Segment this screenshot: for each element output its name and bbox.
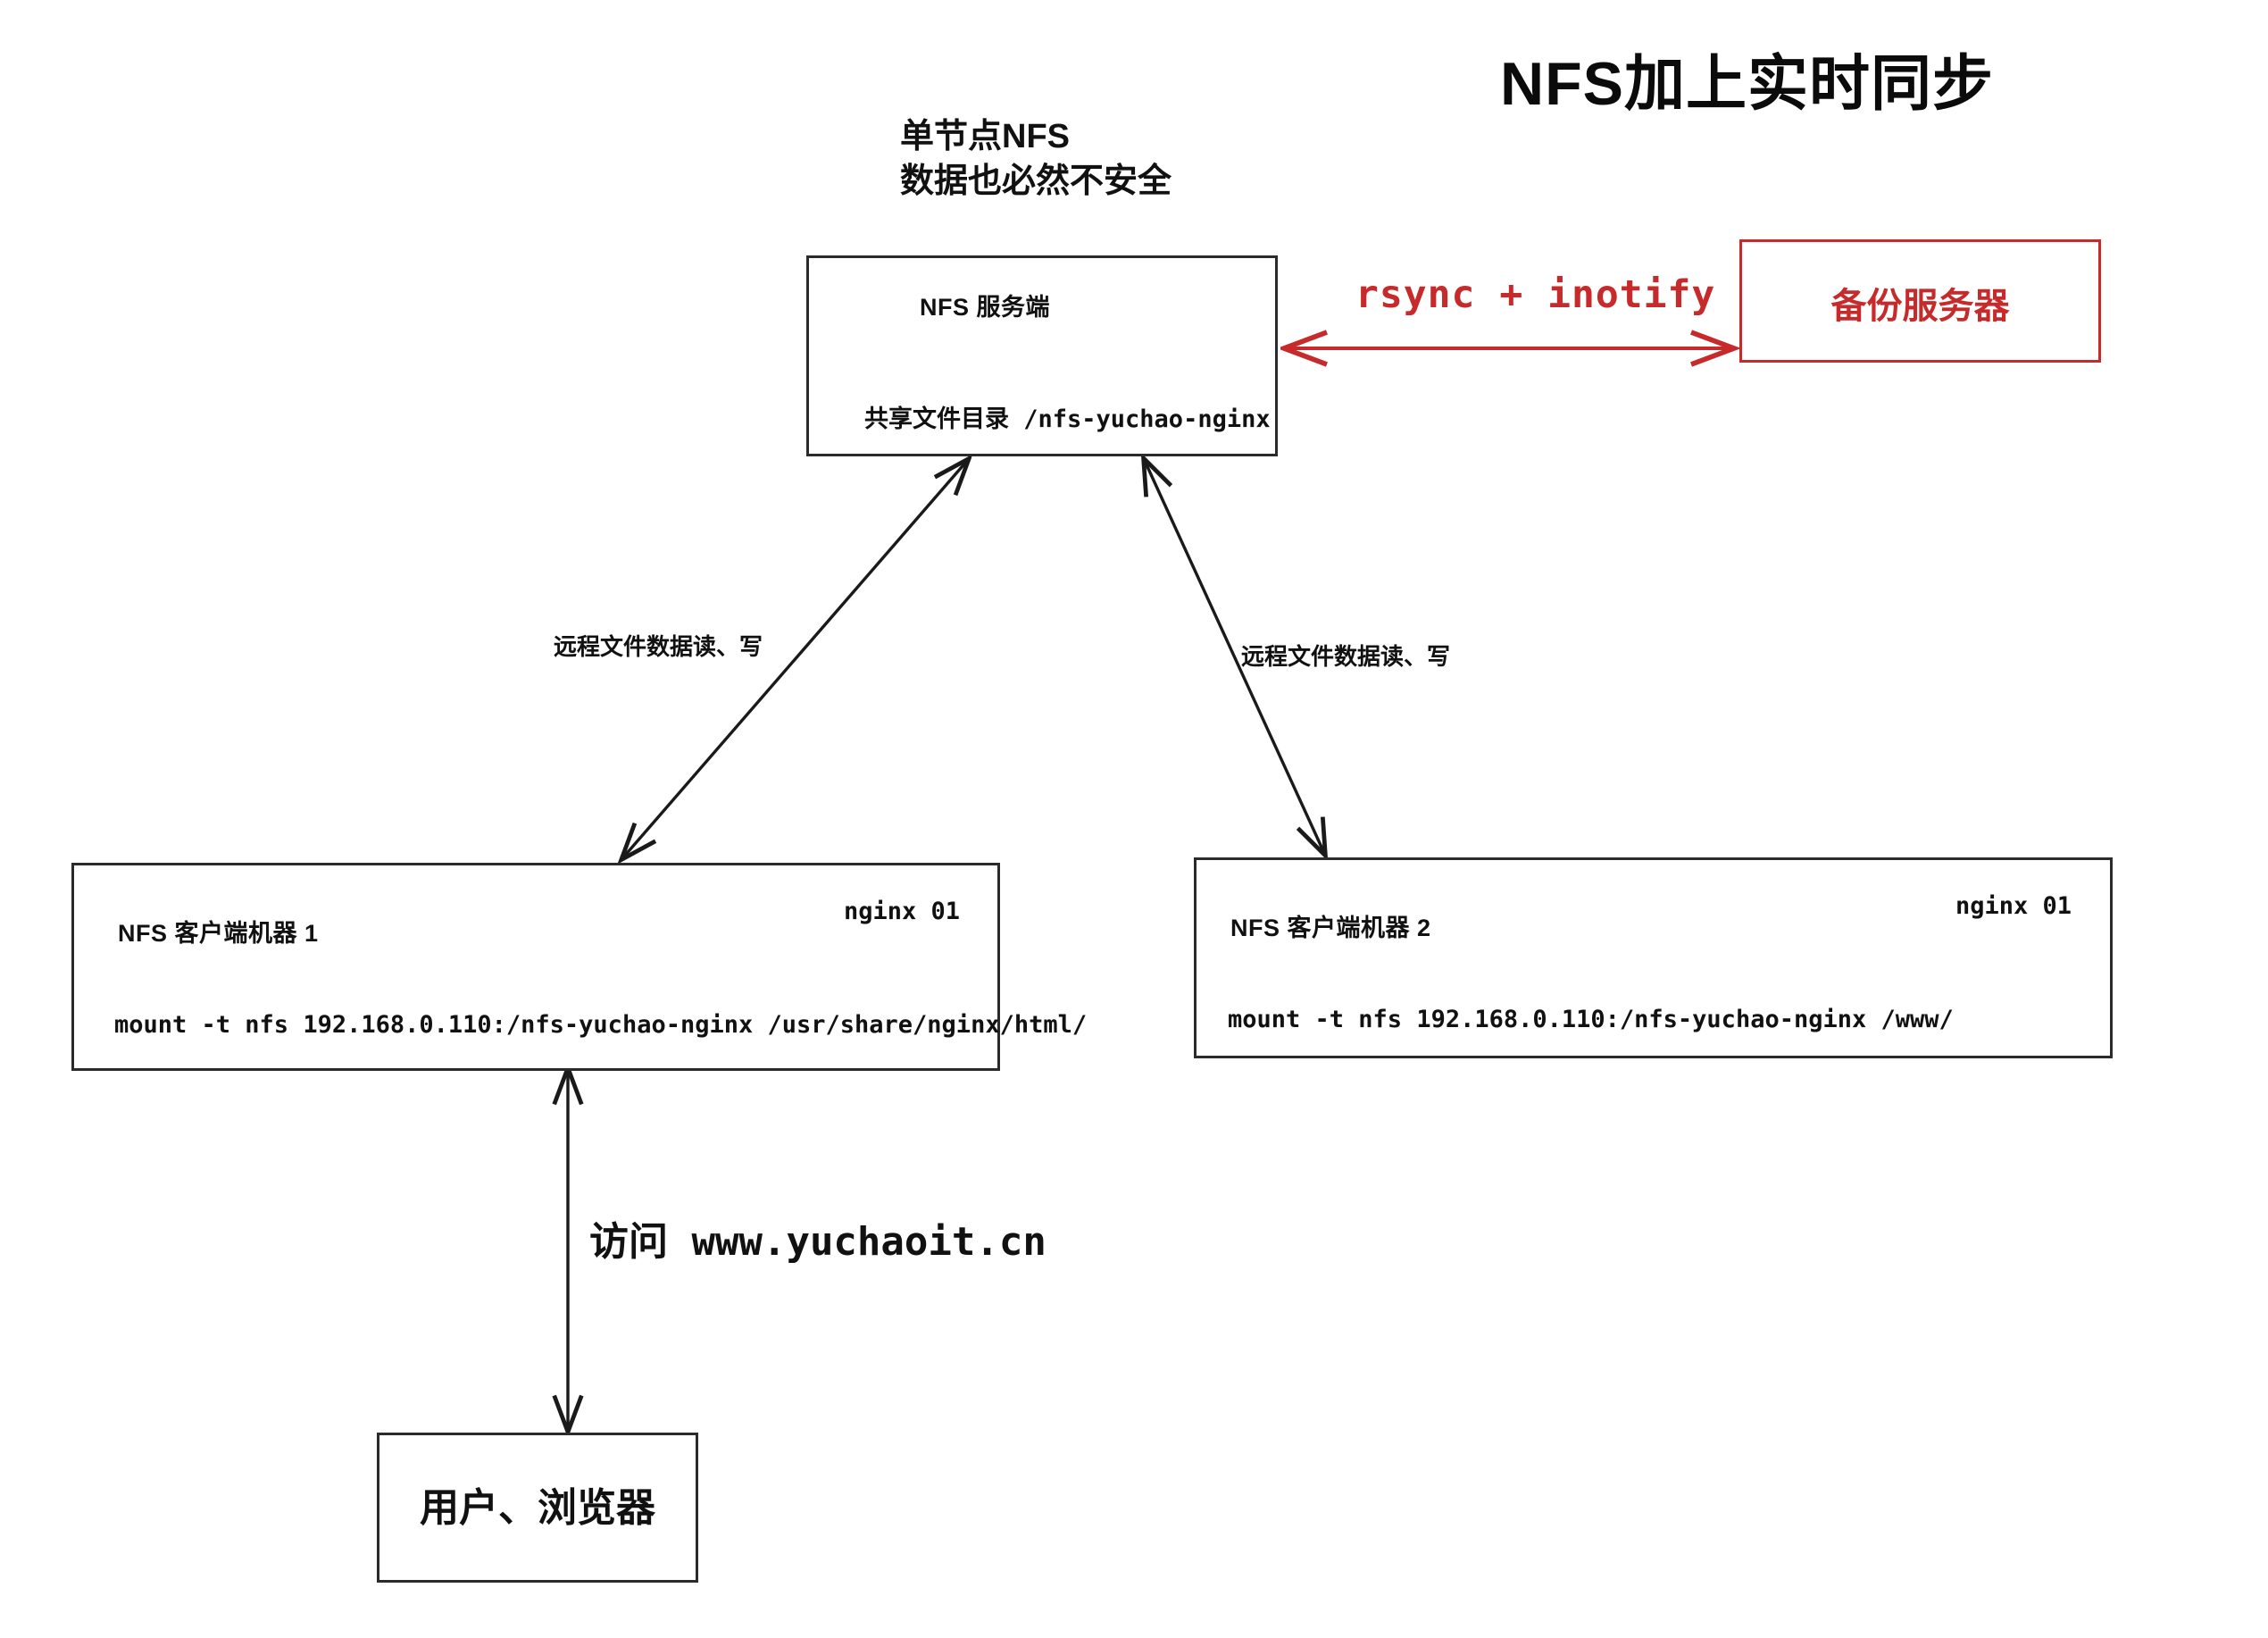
nfs-client1-box[interactable] bbox=[71, 863, 1000, 1071]
nfs-server-share-dir: 共享文件目录 /nfs-yuchao-nginx bbox=[864, 405, 1271, 433]
page-title: NFS加上实时同步 bbox=[1500, 50, 1995, 118]
nfs-client2-title: NFS 客户端机器 2 bbox=[1230, 915, 1431, 941]
user-browser-box[interactable] bbox=[377, 1433, 698, 1583]
nfs-client1-nginx-tag: nginx 01 bbox=[844, 898, 961, 925]
nfs-server-box[interactable] bbox=[806, 255, 1278, 456]
flow-label-client2: 远程文件数据读、写 bbox=[1241, 643, 1451, 670]
backup-server-box[interactable] bbox=[1739, 239, 2101, 363]
nfs-client2-nginx-tag: nginx 01 bbox=[1955, 892, 2072, 920]
nfs-client2-box[interactable] bbox=[1194, 857, 2113, 1058]
access-url-label: 访问 www.yuchaoit.cn bbox=[589, 1219, 1046, 1265]
rsync-inotify-label: rsync + inotify bbox=[1355, 272, 1716, 317]
backup-server-label: 备份服务器 bbox=[1830, 287, 2010, 326]
single-node-note: 单节点NFS 数据也必然不安全 bbox=[900, 114, 1172, 204]
nfs-client1-mount-command: mount -t nfs 192.168.0.110:/nfs-yuchao-n… bbox=[114, 1011, 1088, 1039]
single-node-note-line2: 数据也必然不安全 bbox=[900, 163, 1172, 201]
user-browser-label: 用户、浏览器 bbox=[420, 1486, 655, 1530]
flow-label-client1: 远程文件数据读、写 bbox=[554, 633, 763, 660]
nfs-client2-mount-command: mount -t nfs 192.168.0.110:/nfs-yuchao-n… bbox=[1228, 1006, 1954, 1033]
single-node-note-line1: 单节点NFS bbox=[900, 118, 1071, 155]
nfs-client1-title: NFS 客户端机器 1 bbox=[118, 920, 319, 947]
nfs-server-title: NFS 服务端 bbox=[920, 294, 1051, 321]
